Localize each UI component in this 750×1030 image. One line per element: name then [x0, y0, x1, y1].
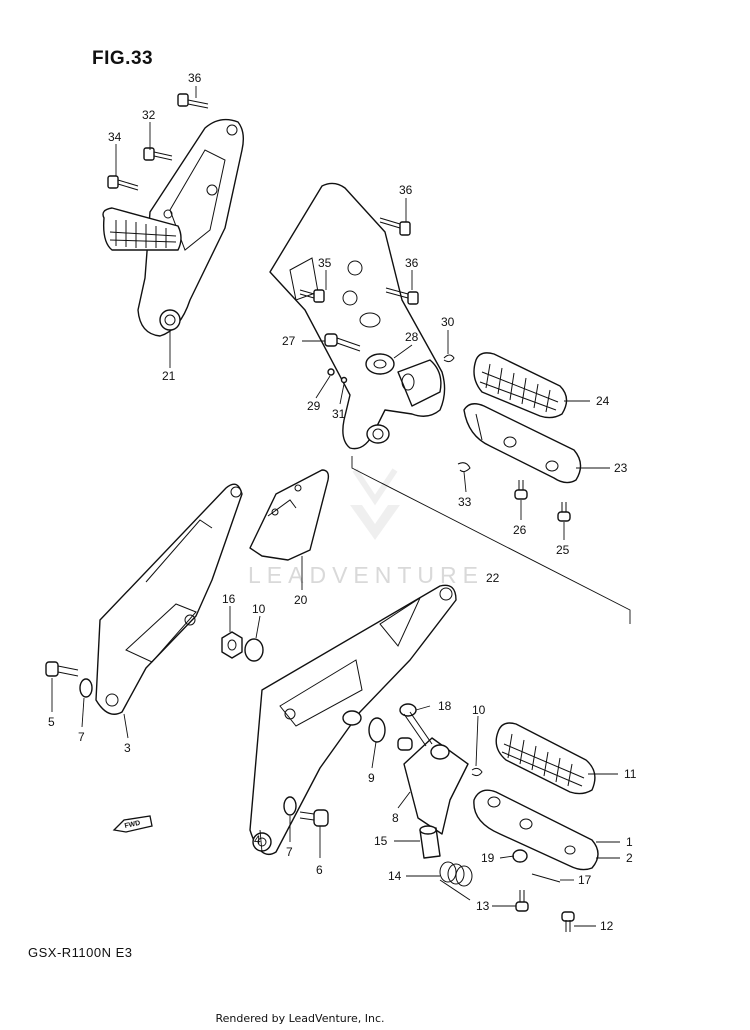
washer-10: [244, 638, 264, 662]
part-label: 14: [388, 869, 402, 883]
spring-15: [439, 861, 473, 901]
part-label: 13: [476, 899, 490, 913]
part-label: 23: [614, 461, 628, 475]
part-label: 30: [441, 315, 455, 329]
rear-left-bracket-assembly: [102, 118, 245, 337]
washer-9: [368, 717, 386, 743]
pin-32: [340, 376, 348, 384]
part-label: 8: [392, 811, 399, 825]
part-label: 36: [399, 183, 413, 197]
part-label: 24: [596, 394, 610, 408]
collar-16: [419, 825, 441, 859]
footpeg-1: [473, 789, 599, 871]
footpeg-rubber-12: [495, 722, 596, 795]
part-label: 18: [438, 699, 452, 713]
part-label: 12: [600, 919, 614, 933]
part-label: 10: [472, 703, 486, 717]
part-label: 3: [124, 741, 131, 755]
part-label: 6: [316, 863, 323, 877]
washer-30: [327, 368, 335, 376]
part-label: 1: [626, 835, 633, 849]
part-label: 29: [307, 399, 321, 413]
part-label: 36: [188, 71, 202, 85]
bolt-27: [514, 480, 528, 500]
part-label: 16: [222, 592, 236, 606]
part-label: 21: [162, 369, 176, 383]
part-label: 22: [486, 571, 500, 585]
part-number-labels: 36 32 34 21 36 35 36 27 28 30 29 31 24 2…: [48, 71, 637, 933]
spacer-29: [365, 353, 395, 375]
fwd-label: FWD: [124, 820, 141, 830]
bolt-36-top-left: [177, 93, 209, 109]
main-bracket-4: [249, 584, 457, 856]
washer-20: [512, 849, 528, 863]
part-label: 17: [578, 873, 592, 887]
part-label: 36: [405, 256, 419, 270]
pivot-8: [397, 737, 469, 835]
bolt-13: [561, 911, 575, 932]
part-label: 26: [513, 523, 527, 537]
watermark-text: LEADVENTURE: [248, 562, 484, 588]
part-label: 20: [294, 593, 308, 607]
part-label: 9: [368, 771, 375, 785]
assembly-bracket-23: [351, 456, 631, 624]
part-label: 5: [48, 715, 55, 729]
bolt-34: [143, 147, 173, 161]
bolt-26: [557, 502, 571, 522]
side-plate-3: [95, 483, 243, 715]
footpeg-24: [463, 403, 582, 484]
part-label: 25: [556, 543, 570, 557]
part-label: 4: [254, 833, 261, 847]
part-label: 31: [332, 407, 346, 421]
pin-19: [399, 703, 433, 747]
figure-title: FIG.33: [92, 48, 154, 69]
part-label: 2: [626, 851, 633, 865]
nut-17: [221, 631, 243, 659]
part-label: 19: [481, 851, 495, 865]
bolt-14: [515, 890, 529, 912]
bolt-6: [299, 809, 329, 827]
bolt-35-center: [299, 289, 325, 303]
clip-31: [443, 354, 455, 363]
part-label: 34: [108, 130, 122, 144]
clip-11: [471, 767, 483, 777]
cover-21: [249, 469, 330, 561]
bolt-36-center-top: [379, 217, 411, 236]
part-label: 11: [624, 767, 637, 781]
washer-7-left: [79, 678, 93, 698]
part-label: 7: [78, 730, 85, 744]
forward-arrow-icon: FWD: [112, 815, 153, 833]
bolt-36-center-right: [385, 287, 419, 305]
part-label: 10: [252, 602, 266, 616]
cotter-pin-18: [531, 873, 561, 883]
credit-text: Rendered by LeadVenture, Inc.: [215, 1012, 385, 1025]
model-code: GSX-R1100N E3: [28, 945, 133, 960]
leader-lines: [51, 86, 620, 927]
washer-7-bottom: [283, 796, 297, 816]
watermark-logo: [350, 468, 400, 540]
bolt-28: [324, 333, 361, 352]
part-label: 35: [318, 256, 332, 270]
part-label: 28: [405, 330, 419, 344]
part-label: 27: [282, 334, 296, 348]
part-label: 7: [286, 845, 293, 859]
part-label: 15: [374, 834, 388, 848]
part-label: 32: [142, 108, 156, 122]
right-rear-bracket-assembly: [269, 182, 446, 450]
footpeg-rubber-25: [473, 352, 568, 419]
part-label: 33: [458, 495, 472, 509]
bolt-35-top-left: [107, 175, 139, 191]
clip-33: [457, 462, 471, 473]
bolt-5: [45, 661, 79, 677]
